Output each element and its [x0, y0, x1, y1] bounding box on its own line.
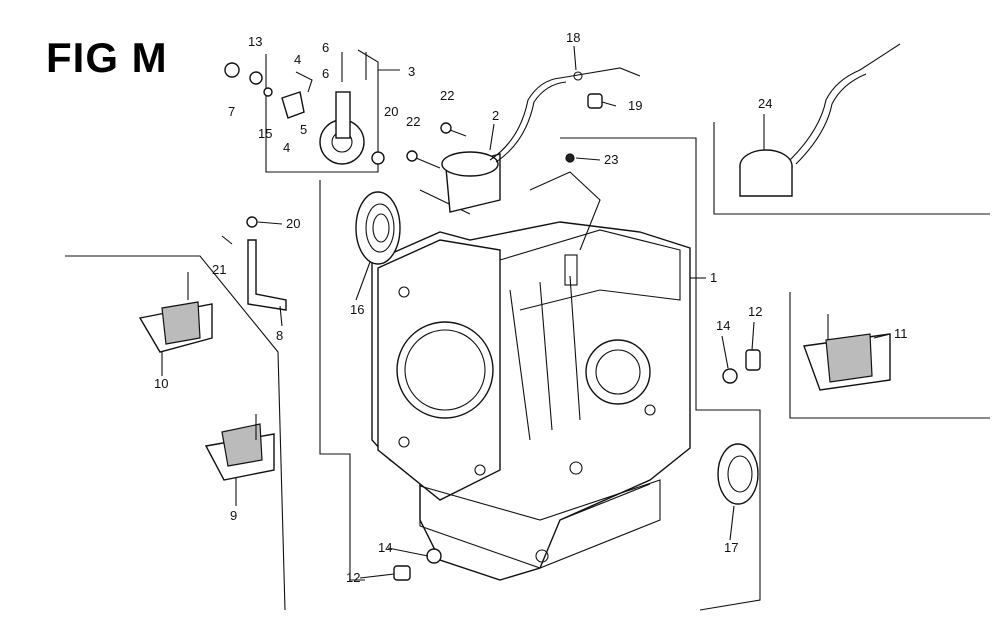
- callout-20: 20: [286, 216, 300, 231]
- callout-22: 22: [440, 88, 454, 103]
- breather-tube: [247, 239, 287, 311]
- callout-6: 6: [322, 40, 329, 55]
- hardware: [221, 93, 761, 581]
- callout-14: 14: [716, 318, 730, 333]
- callout-10: 10: [154, 376, 168, 391]
- bearing: [355, 191, 401, 265]
- callout-12: 12: [748, 304, 762, 319]
- callout-19: 19: [628, 98, 642, 113]
- callout-9: 9: [230, 508, 237, 523]
- callout-labels: 1 2 3 4 4 5 6 6 7 8 9 10 11 12 12 13 14 …: [154, 30, 908, 585]
- callout-16: 16: [350, 302, 364, 317]
- callout-4: 4: [294, 52, 301, 67]
- callout-20: 20: [384, 104, 398, 119]
- leader-lines: [161, 45, 891, 579]
- mount-9: [204, 414, 275, 481]
- callout-22: 22: [406, 114, 420, 129]
- mount-9-10-frame: [65, 255, 286, 611]
- mount-10: [138, 272, 213, 353]
- ignition-coil: [739, 43, 901, 197]
- callout-14: 14: [378, 540, 392, 555]
- ignition-group-frame: [713, 122, 990, 215]
- oil-seal: [717, 443, 759, 505]
- engine-mounts: [138, 272, 891, 481]
- crankshaft-bore: [585, 339, 651, 405]
- oil-pump-parts: [224, 52, 385, 165]
- crankcase: [371, 171, 691, 581]
- callout-24: 24: [758, 96, 772, 111]
- callout-11: 11: [894, 326, 908, 341]
- callout-8: 8: [276, 328, 283, 343]
- callout-12: 12: [346, 570, 360, 585]
- callout-5: 5: [300, 122, 307, 137]
- oil-level-switch: [441, 67, 641, 213]
- callout-6: 6: [322, 66, 329, 81]
- callout-4: 4: [283, 140, 290, 155]
- crankcase-right-frame: [560, 137, 761, 611]
- callout-21: 21: [212, 262, 226, 277]
- callout-18: 18: [566, 30, 580, 45]
- nut-19: [587, 93, 603, 109]
- crankcase-left-frame: [319, 180, 365, 581]
- leader-2-base: [419, 189, 471, 215]
- group-frames: [65, 49, 990, 611]
- callout-15: 15: [258, 126, 272, 141]
- callout-7: 7: [228, 104, 235, 119]
- mount-11-frame: [789, 292, 990, 419]
- callout-1: 1: [710, 270, 717, 285]
- callout-3: 3: [408, 64, 415, 79]
- mount-11: [803, 314, 891, 391]
- cylinder-bore: [396, 321, 494, 419]
- callout-2: 2: [492, 108, 499, 123]
- nut-20: [246, 216, 258, 228]
- callout-23: 23: [604, 152, 618, 167]
- callout-13: 13: [248, 34, 262, 49]
- oil-pump-group-frame: [265, 49, 379, 173]
- figure-title: FIG M: [46, 34, 168, 81]
- nut-23: [565, 153, 575, 163]
- callout-17: 17: [724, 540, 738, 555]
